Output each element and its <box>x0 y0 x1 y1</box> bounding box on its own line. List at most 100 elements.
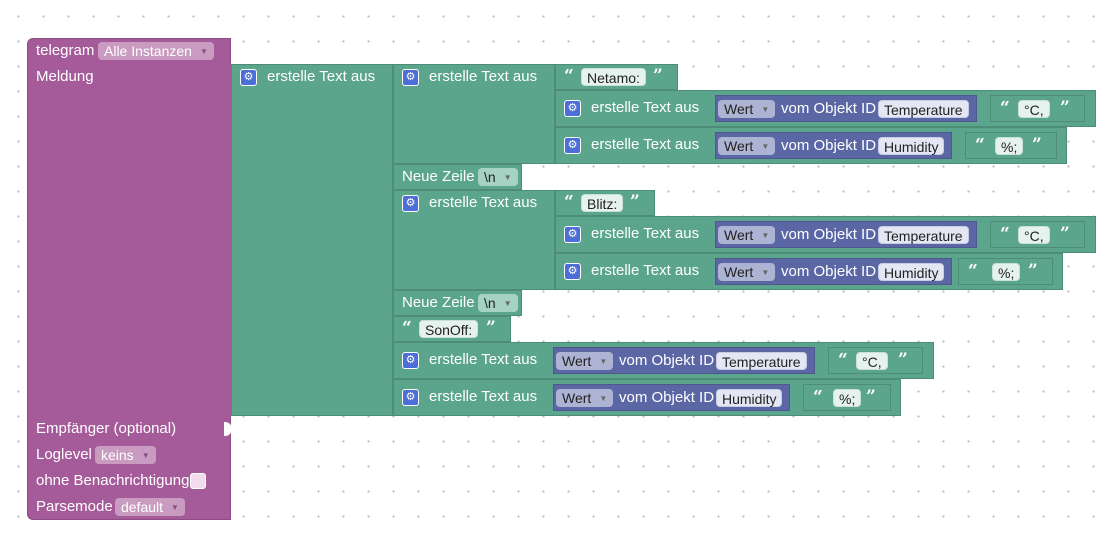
text-join-label: erstelle Text aus <box>591 262 700 279</box>
telegram-title: telegram <box>36 42 95 59</box>
dropdown-arrow-icon: ▼ <box>171 503 179 513</box>
object-id-label: vom Objekt ID <box>781 137 877 154</box>
text-join-label: erstelle Text aus <box>591 99 700 116</box>
open-quote-icon: “ <box>1000 224 1010 244</box>
parsemode-dropdown[interactable]: default ▼ <box>115 498 185 516</box>
newline-label: Neue Zeile <box>402 168 475 185</box>
open-quote-icon: “ <box>564 66 574 86</box>
close-quote-icon: ” <box>630 192 640 212</box>
close-quote-icon: ” <box>1060 224 1070 244</box>
parsemode-label: Parsemode <box>36 498 113 515</box>
dropdown-arrow-icon: ▼ <box>503 299 512 309</box>
unit-text[interactable]: °C, <box>1018 226 1050 244</box>
close-quote-icon: ” <box>486 318 496 338</box>
gear-icon[interactable]: ⚙ <box>402 352 419 369</box>
newline-dropdown[interactable]: \n ▼ <box>478 294 518 312</box>
recipient-label: Empfänger (optional) <box>36 420 177 437</box>
dropdown-arrow-icon: ▼ <box>599 394 608 404</box>
dropdown-arrow-icon: ▼ <box>761 142 770 152</box>
text-join-label: erstelle Text aus <box>267 68 376 85</box>
dropdown-arrow-icon: ▼ <box>503 173 512 183</box>
object-id-label: vom Objekt ID <box>619 352 715 369</box>
recipient-input-notch <box>224 422 232 436</box>
close-quote-icon: ” <box>653 66 663 86</box>
value-dropdown-label: Wert <box>724 101 754 117</box>
group2-text-join-block[interactable] <box>393 190 555 290</box>
gear-icon[interactable]: ⚙ <box>402 195 419 212</box>
gear-icon[interactable]: ⚙ <box>564 137 581 154</box>
loglevel-value: keins <box>101 447 134 463</box>
text-join-label: erstelle Text aus <box>429 388 538 405</box>
unit-text[interactable]: %; <box>995 137 1024 155</box>
close-quote-icon: ” <box>1060 98 1070 118</box>
object-id-label: vom Objekt ID <box>781 100 877 117</box>
open-quote-icon: “ <box>564 192 574 212</box>
telegram-block-spine <box>27 64 232 415</box>
newline-value: \n <box>484 295 496 311</box>
value-dropdown[interactable]: Wert▼ <box>718 226 776 244</box>
object-id-field[interactable]: Humidity <box>878 263 945 281</box>
object-id-field[interactable]: Temperature <box>716 352 807 370</box>
group1-text-join-block[interactable] <box>393 64 555 164</box>
open-quote-icon: “ <box>1000 98 1010 118</box>
object-id-label: vom Objekt ID <box>781 263 877 280</box>
message-label: Meldung <box>36 68 94 85</box>
object-id-label: vom Objekt ID <box>781 226 877 243</box>
value-dropdown[interactable]: Wert ▼ <box>718 100 776 118</box>
text-join-label: erstelle Text aus <box>591 225 700 242</box>
instance-dropdown[interactable]: Alle Instanzen ▼ <box>98 42 214 60</box>
unit-text[interactable]: %; <box>833 389 862 407</box>
value-dropdown-label: Wert <box>724 227 754 243</box>
open-quote-icon: “ <box>838 350 848 370</box>
unit-text[interactable]: °C, <box>1018 100 1050 118</box>
object-id-field[interactable]: Temperature <box>878 226 969 244</box>
object-id-field[interactable]: Temperature <box>878 100 969 118</box>
dropdown-arrow-icon: ▼ <box>199 47 208 57</box>
gear-icon[interactable]: ⚙ <box>240 69 257 86</box>
value-dropdown-label: Wert <box>724 264 754 280</box>
object-id-field[interactable]: Humidity <box>878 137 945 155</box>
gear-icon[interactable]: ⚙ <box>564 226 581 243</box>
newline-label: Neue Zeile <box>402 294 475 311</box>
object-id-label: vom Objekt ID <box>619 389 715 406</box>
object-id-field[interactable]: Humidity <box>716 389 783 407</box>
gear-icon[interactable]: ⚙ <box>402 69 419 86</box>
newline-dropdown[interactable]: \n ▼ <box>478 168 518 186</box>
value-dropdown-label: Wert <box>562 390 592 406</box>
close-quote-icon: ” <box>1032 135 1042 155</box>
text-join-label: erstelle Text aus <box>429 194 538 211</box>
parsemode-value: default <box>121 499 164 515</box>
gear-icon[interactable]: ⚙ <box>564 100 581 117</box>
value-dropdown[interactable]: Wert ▼ <box>718 137 776 155</box>
value-dropdown-label: Wert <box>724 138 754 154</box>
close-quote-icon: ” <box>1028 261 1038 281</box>
value-dropdown-label: Wert <box>562 353 592 369</box>
value-dropdown[interactable]: Wert▼ <box>556 352 614 370</box>
close-quote-icon: ” <box>866 387 876 407</box>
gear-icon[interactable]: ⚙ <box>402 389 419 406</box>
unit-text[interactable]: %; <box>992 263 1021 281</box>
dropdown-arrow-icon: ▼ <box>761 268 770 278</box>
group1-header-text[interactable]: Netamo: <box>581 68 646 86</box>
open-quote-icon: “ <box>975 135 985 155</box>
dropdown-arrow-icon: ▼ <box>761 105 770 115</box>
text-join-label: erstelle Text aus <box>429 351 538 368</box>
outer-text-join-block[interactable] <box>231 64 393 416</box>
unit-text[interactable]: °C, <box>856 352 888 370</box>
value-dropdown[interactable]: Wert ▼ <box>556 389 614 407</box>
loglevel-dropdown[interactable]: keins ▼ <box>95 446 156 464</box>
instance-value: Alle Instanzen <box>104 43 192 59</box>
value-dropdown[interactable]: Wert ▼ <box>718 263 776 281</box>
silent-checkbox[interactable] <box>190 473 206 489</box>
open-quote-icon: “ <box>813 387 823 407</box>
open-quote-icon: “ <box>968 261 978 281</box>
text-join-label: erstelle Text aus <box>429 68 538 85</box>
loglevel-label: Loglevel <box>36 446 92 463</box>
group3-header-text[interactable]: SonOff: <box>419 320 479 338</box>
close-quote-icon: ” <box>898 350 908 370</box>
group2-header-text[interactable]: Blitz: <box>581 194 624 212</box>
dropdown-arrow-icon: ▼ <box>141 451 150 461</box>
newline-value: \n <box>484 169 496 185</box>
open-quote-icon: “ <box>402 318 412 338</box>
gear-icon[interactable]: ⚙ <box>564 263 581 280</box>
